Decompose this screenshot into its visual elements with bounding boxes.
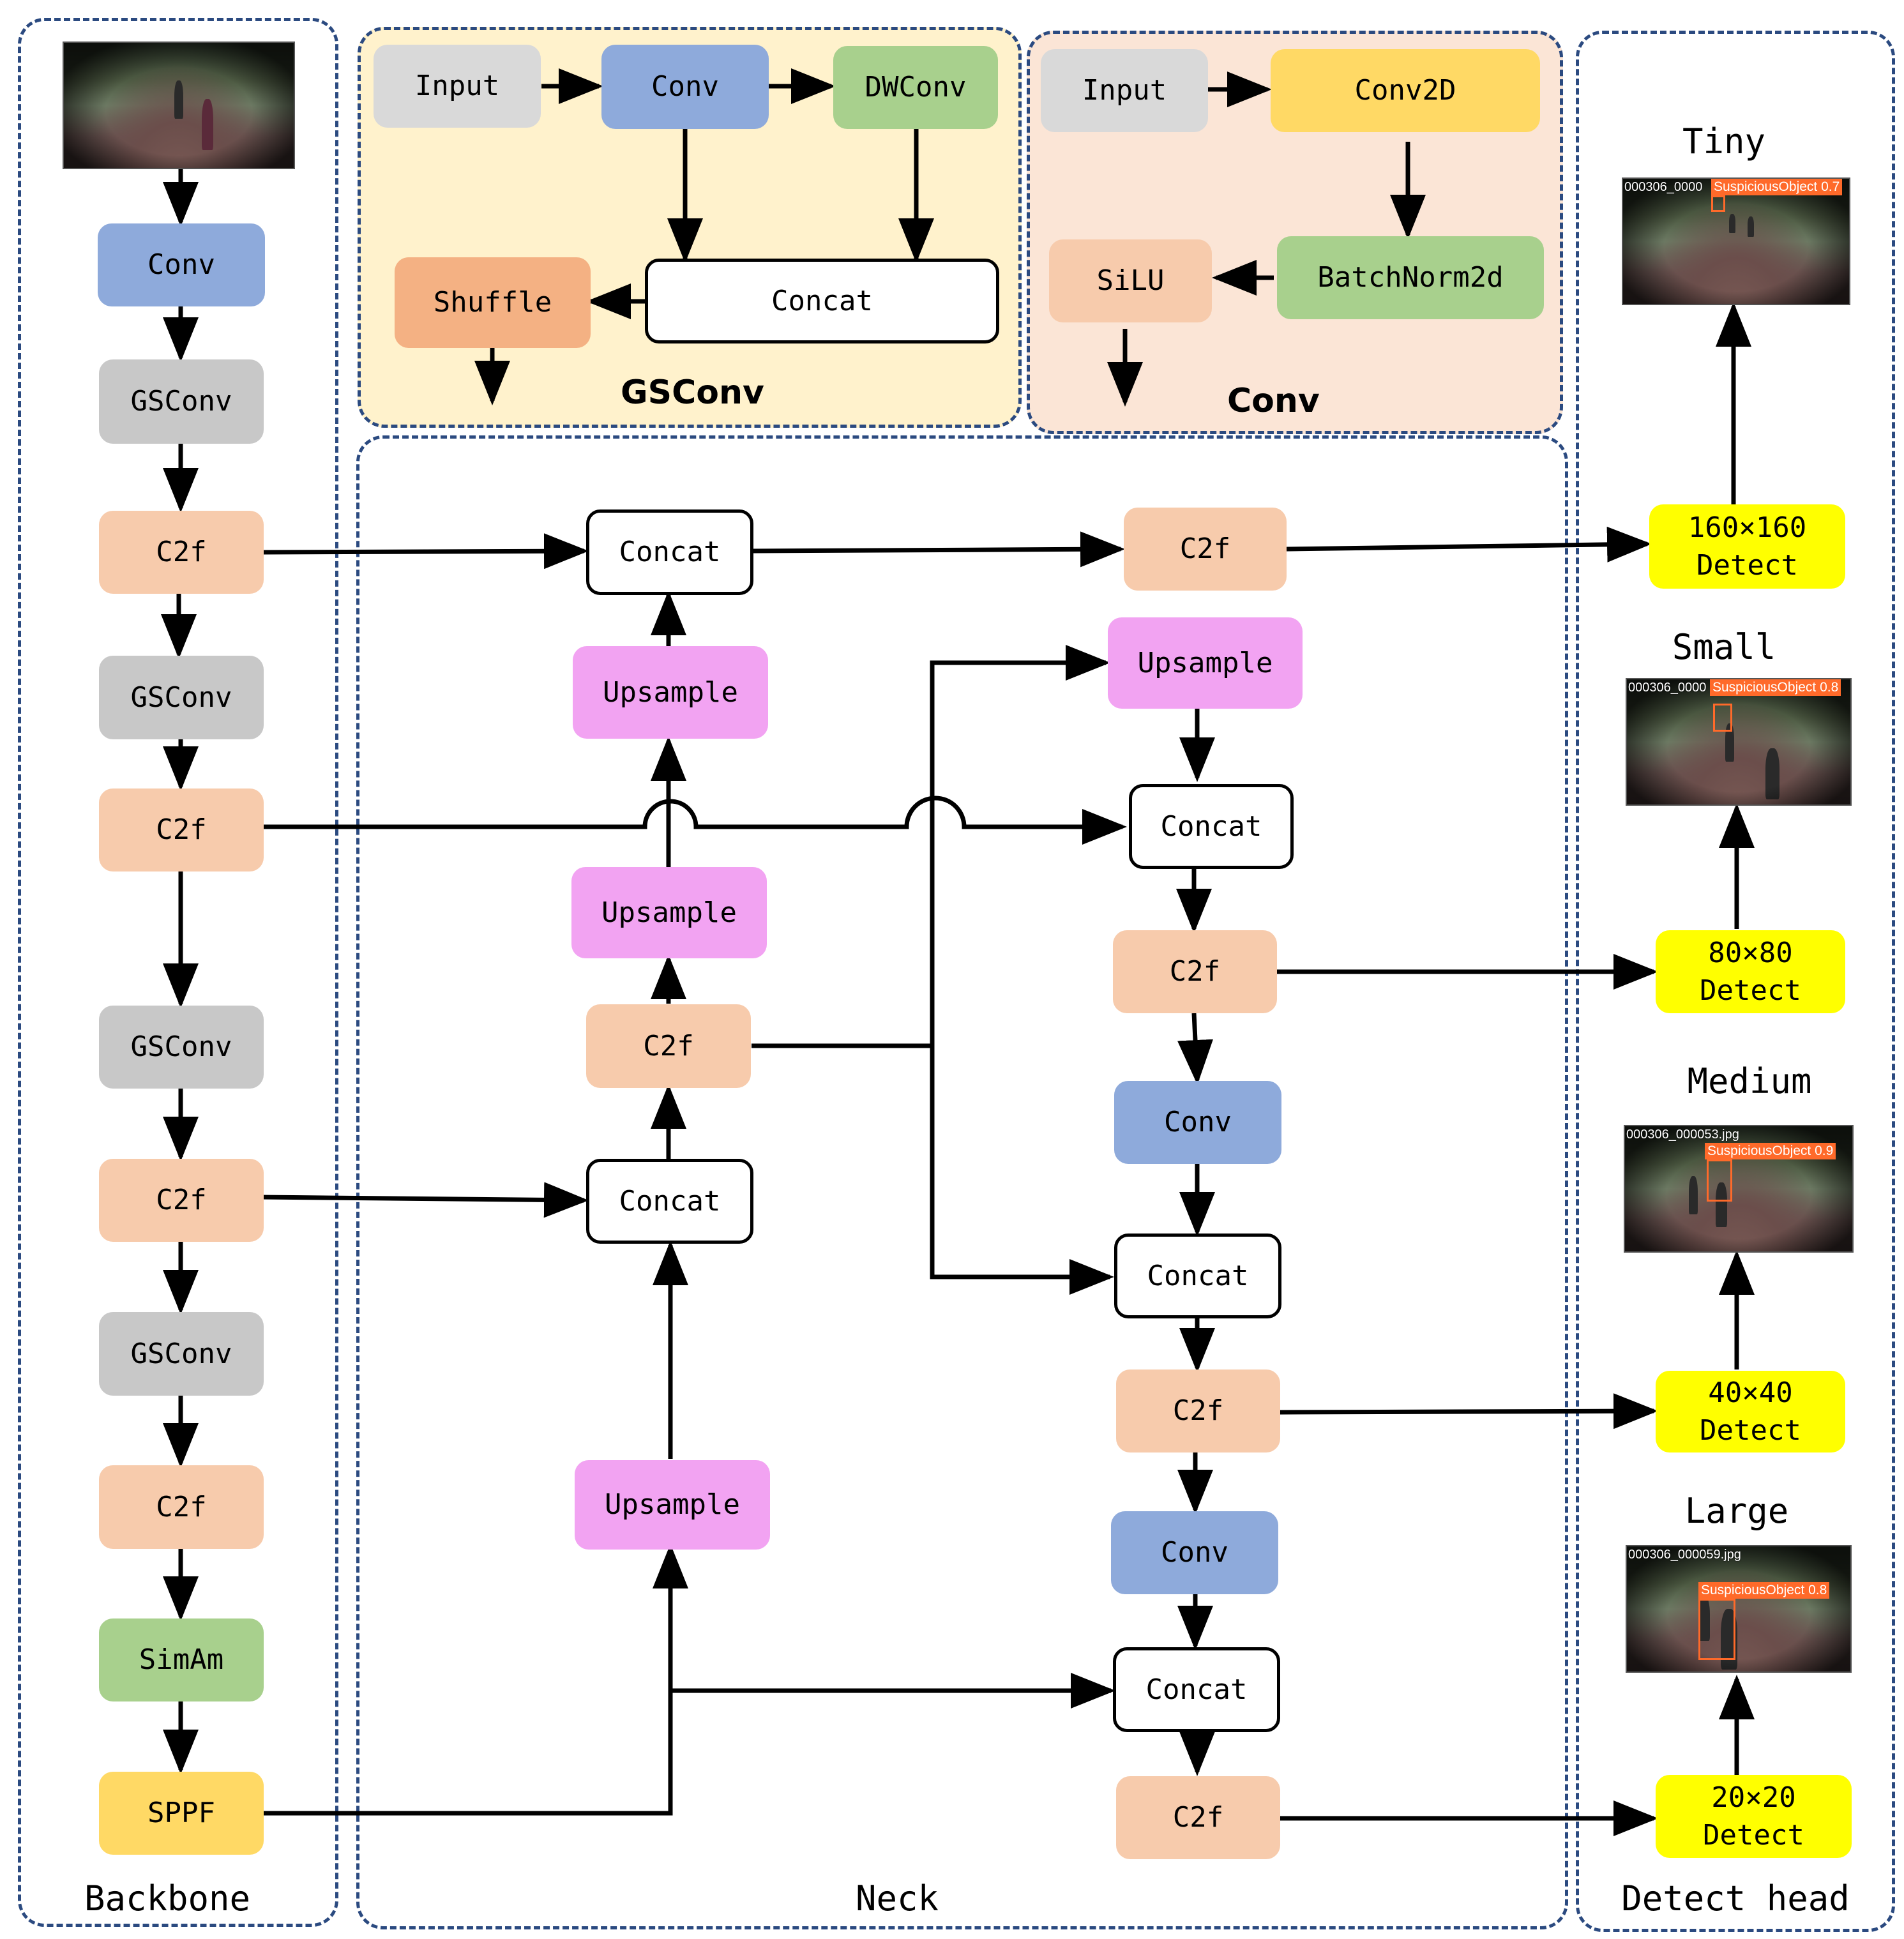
backbone-gsconv-2: GSConv — [99, 656, 264, 739]
gsconv-detail-title: GSConv — [621, 373, 764, 412]
neck-c2f-bottom: C2f — [1116, 1776, 1280, 1859]
backbone-conv: Conv — [98, 223, 265, 306]
detect-large-filename: 000306_000059.jpg — [1628, 1548, 1741, 1562]
neck-upsample-b: Upsample — [571, 867, 767, 958]
detect-80-action: Detect — [1700, 974, 1801, 1007]
edge-c2f-top-detect-160 — [1286, 526, 1652, 562]
neck-c2f-low: C2f — [1116, 1369, 1280, 1452]
conv-detail-input: Input — [1041, 49, 1208, 132]
backbone-gsconv-4: GSConv — [99, 1312, 264, 1396]
neck-concat-c: Concat — [1129, 784, 1294, 869]
detect-head-panel — [1576, 31, 1895, 1932]
detect-head-label: Detect head — [1621, 1878, 1850, 1919]
edge-c2f1-concat-a — [261, 533, 589, 570]
backbone-c2f-4: C2f — [99, 1465, 264, 1549]
backbone-panel — [18, 18, 338, 1927]
neck-panel — [356, 435, 1568, 1929]
conv-detail-conv2d: Conv2D — [1271, 49, 1540, 132]
neck-c2f-a: C2f — [586, 1004, 751, 1088]
backbone-gsconv-1: GSConv — [99, 359, 264, 444]
backbone-label: Backbone — [84, 1878, 251, 1919]
edge-c2f-mid-conv-a — [1177, 1013, 1213, 1085]
gsconv-detail-dwconv: DWConv — [833, 46, 998, 129]
neck-upsample-d: Upsample — [1108, 617, 1303, 709]
gsconv-detail-shuffle: Shuffle — [395, 257, 591, 348]
backbone-c2f-1: C2f — [99, 511, 264, 594]
backbone-c2f-3: C2f — [99, 1159, 264, 1242]
neck-upsample-c: Upsample — [575, 1460, 770, 1550]
scale-label-medium: Medium — [1687, 1061, 1812, 1101]
detect-80: 80×80 Detect — [1656, 930, 1845, 1013]
detect-40-size: 40×40 — [1708, 1376, 1793, 1409]
conv-detail-batchnorm: BatchNorm2d — [1277, 236, 1544, 319]
detect-160: 160×160 Detect — [1649, 504, 1845, 589]
neck-concat-a: Concat — [586, 509, 753, 595]
backbone-gsconv-3: GSConv — [99, 1006, 264, 1089]
detect-medium-filename: 000306_000053.jpg — [1626, 1128, 1739, 1142]
detect-40-action: Detect — [1700, 1414, 1801, 1447]
neck-upsample-a: Upsample — [573, 646, 768, 739]
edge-concat-a-c2f-top — [751, 531, 1125, 568]
neck-conv-b: Conv — [1111, 1511, 1278, 1594]
gsconv-detail-conv: Conv — [601, 45, 769, 129]
detect-small-filename: 000306_0000 — [1628, 681, 1707, 695]
backbone-input-image — [63, 41, 295, 169]
conv-detail-title: Conv — [1227, 382, 1320, 420]
backbone-simam: SimAm — [99, 1618, 264, 1701]
detect-large-label: SuspiciousObject 0.8 — [1698, 1582, 1830, 1599]
detect-tiny-label: SuspiciousObject 0.7 — [1711, 179, 1843, 195]
detect-tiny-box — [1711, 195, 1725, 212]
edge-sppf-upsample-c — [262, 1544, 688, 1816]
neck-concat-e: Concat — [1113, 1647, 1280, 1732]
backbone-sppf: SPPF — [99, 1772, 264, 1855]
neck-c2f-mid: C2f — [1113, 930, 1277, 1013]
edge-c2f-low-detect-40 — [1280, 1393, 1658, 1430]
neck-c2f-top: C2f — [1124, 508, 1287, 591]
detect-20-action: Detect — [1703, 1819, 1804, 1852]
detect-result-medium: 000306_000053.jpg SuspiciousObject 0.9 — [1624, 1125, 1854, 1253]
detect-medium-box — [1707, 1159, 1732, 1202]
detect-160-size: 160×160 — [1688, 511, 1807, 544]
neck-label: Neck — [855, 1878, 939, 1919]
scale-label-large: Large — [1684, 1491, 1789, 1531]
detect-small-label: SuspiciousObject 0.8 — [1710, 679, 1841, 696]
detect-result-large: 000306_000059.jpg SuspiciousObject 0.8 — [1626, 1545, 1852, 1673]
detect-medium-label: SuspiciousObject 0.9 — [1705, 1143, 1836, 1159]
gsconv-detail-input: Input — [374, 45, 541, 128]
neck-conv-a: Conv — [1114, 1081, 1281, 1164]
detect-40: 40×40 Detect — [1656, 1371, 1845, 1452]
edge-c2f2-concat-c — [262, 796, 1127, 845]
scale-label-small: Small — [1672, 627, 1776, 667]
scale-label-tiny: Tiny — [1682, 121, 1766, 162]
neck-concat-d: Concat — [1114, 1234, 1281, 1318]
detect-20: 20×20 Detect — [1656, 1775, 1852, 1858]
edge-c2f-a-concat-d — [930, 1046, 1114, 1295]
detect-80-size: 80×80 — [1708, 936, 1793, 969]
detect-result-small: 000306_0000 SuspiciousObject 0.8 — [1626, 678, 1852, 806]
detect-20-size: 20×20 — [1711, 1781, 1796, 1814]
gsconv-detail-concat: Concat — [645, 259, 999, 343]
detect-large-box — [1698, 1599, 1735, 1660]
neck-concat-b: Concat — [586, 1159, 753, 1244]
detect-tiny-filename: 000306_0000 — [1624, 180, 1703, 194]
detect-result-tiny: 000306_0000 SuspiciousObject 0.7 — [1622, 177, 1850, 305]
conv-detail-silu: SiLU — [1049, 239, 1212, 322]
backbone-c2f-2: C2f — [99, 788, 264, 871]
edge-c2f3-concat-b — [261, 1182, 589, 1218]
edge-c2f-a-upsample-d — [752, 645, 1110, 1048]
detect-160-action: Detect — [1696, 549, 1798, 582]
detect-small-box — [1713, 704, 1732, 732]
